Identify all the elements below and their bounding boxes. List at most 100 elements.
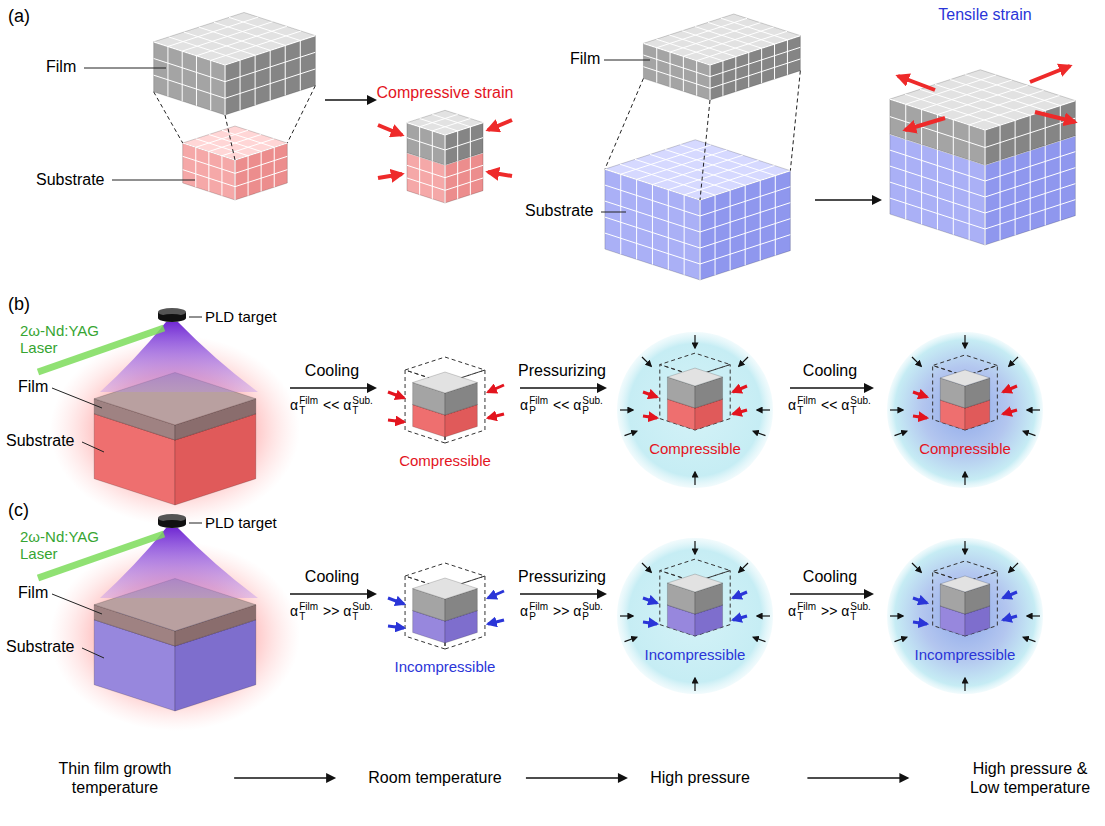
arrow — [488, 414, 504, 418]
arrow — [1027, 615, 1040, 616]
line — [985, 101, 1075, 130]
line — [274, 147, 275, 187]
arrow — [694, 472, 695, 485]
line — [985, 200, 1075, 229]
line — [985, 118, 1075, 147]
line — [760, 180, 761, 260]
line — [636, 179, 637, 259]
stage-label: Room temperature — [368, 768, 501, 787]
line — [605, 217, 700, 248]
line — [235, 143, 287, 160]
line — [735, 57, 736, 92]
flow-arrow — [807, 777, 907, 779]
line — [470, 157, 471, 195]
arrow — [912, 563, 921, 572]
line — [240, 60, 241, 110]
line — [710, 47, 800, 76]
line — [890, 166, 985, 197]
arrow — [1023, 637, 1035, 641]
line — [985, 184, 1075, 213]
panel-label: (b) — [8, 294, 30, 315]
line — [112, 180, 195, 181]
arrow — [643, 622, 657, 624]
line — [985, 168, 1075, 197]
line — [953, 155, 954, 235]
property-label: Incompressible — [915, 646, 1016, 663]
arrow — [488, 385, 504, 392]
line — [670, 52, 671, 87]
arrow — [890, 615, 903, 616]
line — [234, 160, 235, 200]
line — [656, 48, 657, 83]
part-label: PLD target — [205, 308, 277, 325]
property-label: Compressible — [649, 440, 741, 457]
arrow — [1009, 357, 1018, 366]
line — [445, 138, 483, 150]
line — [182, 51, 183, 101]
line — [935, 84, 1030, 115]
cube-face — [643, 14, 800, 65]
stage-text: High pressure — [650, 768, 750, 787]
line — [189, 523, 202, 524]
flow-arrow — [234, 777, 334, 779]
line — [650, 154, 745, 185]
line — [696, 61, 697, 96]
panel-label: (c) — [8, 500, 29, 521]
line — [605, 185, 700, 216]
line — [209, 135, 261, 152]
arrow — [733, 592, 747, 598]
arrow — [1035, 112, 1075, 122]
condition-label: αTFilm << αTSub. — [788, 396, 872, 416]
line — [950, 80, 1045, 111]
line — [700, 203, 790, 232]
process-label: Cooling — [305, 362, 359, 380]
arrow — [905, 118, 945, 130]
arrow — [488, 172, 512, 176]
line — [669, 35, 736, 57]
laser-label: 2ω-Nd:YAG Laser — [20, 322, 112, 357]
condition-label: αTFilm >> αTSub. — [788, 602, 872, 622]
strain-label: Tensile strain — [938, 6, 1031, 24]
line — [82, 648, 104, 658]
line — [682, 31, 749, 53]
line — [1060, 141, 1061, 221]
line — [643, 55, 710, 77]
line — [154, 75, 225, 98]
arrow — [753, 431, 765, 435]
line — [984, 165, 985, 245]
arrow — [757, 409, 770, 410]
line — [790, 71, 800, 171]
part-label: PLD target — [205, 514, 277, 531]
line — [221, 156, 222, 196]
line — [709, 65, 710, 100]
arrow — [488, 591, 504, 598]
line — [665, 150, 760, 181]
line — [84, 68, 166, 69]
arrow — [620, 615, 633, 616]
cube-face — [667, 368, 722, 386]
condition-label: αPFilm >> αPSub. — [520, 602, 604, 622]
line — [82, 442, 104, 452]
part-label: Film — [18, 378, 48, 396]
line — [189, 317, 202, 318]
line — [605, 201, 700, 232]
panel-label: (a) — [8, 6, 30, 27]
line — [695, 27, 762, 49]
line — [605, 78, 644, 169]
part-label: Film — [18, 584, 48, 602]
line — [643, 67, 710, 89]
arrow — [964, 472, 965, 485]
line — [407, 178, 445, 190]
line — [199, 27, 270, 50]
arrow — [757, 615, 770, 616]
line — [407, 138, 445, 150]
line — [748, 52, 749, 87]
line — [196, 56, 197, 106]
line — [229, 17, 300, 40]
stage-label: High pressure — [650, 768, 750, 787]
line — [407, 123, 445, 135]
cube-face — [413, 578, 478, 599]
arrow — [733, 616, 747, 620]
arrow — [642, 357, 651, 366]
